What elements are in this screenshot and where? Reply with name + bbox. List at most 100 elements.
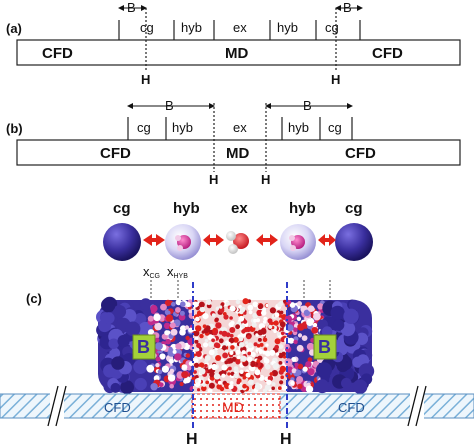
atom: [293, 327, 298, 333]
atom: [196, 343, 202, 348]
atom: [229, 333, 234, 338]
atom: [211, 363, 218, 371]
atom: [279, 365, 287, 373]
atom: [315, 379, 330, 394]
atom: [233, 366, 239, 372]
atom: [195, 325, 202, 332]
atom: [180, 301, 186, 308]
panel-c-cfd-left: CFD: [104, 400, 131, 415]
molecule-label-cg-right: cg: [345, 200, 363, 217]
break-mark-left: [47, 385, 67, 427]
atom: [160, 303, 167, 311]
molecule-label-hyb-left: hyb: [173, 200, 200, 217]
atom: [228, 366, 232, 371]
atom: [174, 353, 182, 361]
atom: [296, 344, 304, 352]
atom: [219, 330, 223, 335]
panel-b-domain-bar: [16, 139, 461, 166]
atom: [250, 352, 256, 357]
atom: [249, 365, 256, 372]
atom: [208, 349, 215, 356]
atom: [267, 318, 273, 324]
atom: [201, 385, 207, 392]
atom: [112, 305, 127, 319]
atom: [195, 347, 200, 352]
panel-c-md: MD: [222, 399, 244, 415]
atom: [280, 331, 285, 336]
atom: [256, 344, 261, 348]
atom: [254, 383, 261, 390]
panel-c: (c) B B: [0, 280, 474, 447]
atom: [240, 332, 246, 338]
atom: [284, 358, 293, 367]
atom: [154, 322, 163, 331]
atom: [277, 386, 282, 390]
panel-a: (a) B B cg hyb ex hyb cg CFD MD CFD H H: [6, 0, 461, 87]
panel-a-label-hyb-left: hyb: [181, 20, 202, 35]
atom: [265, 343, 269, 347]
atom: [257, 329, 264, 336]
atom: [307, 357, 313, 362]
panel-a-cfd-left: CFD: [42, 45, 73, 62]
atom: [208, 341, 214, 348]
atom: [184, 325, 190, 330]
atom: [281, 384, 288, 391]
atom: [262, 337, 268, 343]
atom: [274, 312, 280, 318]
atom: [248, 310, 253, 315]
atom: [198, 301, 205, 308]
panel-a-tag: (a): [6, 21, 22, 36]
atom: [146, 364, 155, 373]
atom: [291, 368, 297, 374]
panel-a-b-right: B: [343, 0, 352, 15]
atom: [155, 356, 161, 362]
atom: [208, 382, 215, 389]
atom: [163, 322, 171, 329]
panel-b-b-right: B: [303, 98, 312, 113]
atom: [139, 298, 152, 311]
atom: [99, 312, 111, 323]
atom: [279, 321, 286, 328]
atom: [169, 322, 176, 329]
panel-b-label-cg-left: cg: [137, 120, 151, 135]
atom: [214, 317, 219, 322]
atom: [155, 342, 163, 350]
atom: [229, 327, 236, 333]
atom: [220, 327, 225, 332]
atom: [276, 332, 281, 336]
panel-c-b-right: B: [318, 337, 331, 357]
atom: [165, 338, 171, 345]
atom: [259, 342, 264, 347]
atom: [239, 342, 245, 348]
atom: [120, 380, 134, 395]
atom: [297, 333, 303, 338]
atom: [125, 321, 141, 337]
panel-b-label-ex: ex: [233, 120, 247, 135]
atom: [194, 336, 199, 340]
atom: [246, 335, 251, 340]
atom: [263, 347, 268, 351]
atom: [161, 365, 169, 373]
atom: [235, 324, 241, 330]
cg-sphere-right: [335, 223, 373, 261]
panel-a-h-left: H: [141, 72, 150, 87]
atom: [221, 364, 228, 371]
atom: [221, 373, 226, 378]
atom: [297, 301, 302, 307]
atom: [217, 380, 222, 385]
atom: [110, 382, 121, 393]
atom: [233, 337, 239, 343]
atom: [222, 345, 227, 351]
atom: [223, 314, 229, 320]
atom: [271, 386, 276, 391]
atom: [179, 329, 186, 336]
atom: [195, 351, 202, 357]
atom: [240, 355, 247, 362]
atom: [175, 307, 181, 313]
atom: [238, 336, 244, 342]
atom: [117, 334, 130, 348]
atom: [229, 350, 234, 355]
panel-a-label-cg-right: cg: [325, 20, 339, 35]
panel-a-md: MD: [225, 45, 248, 62]
